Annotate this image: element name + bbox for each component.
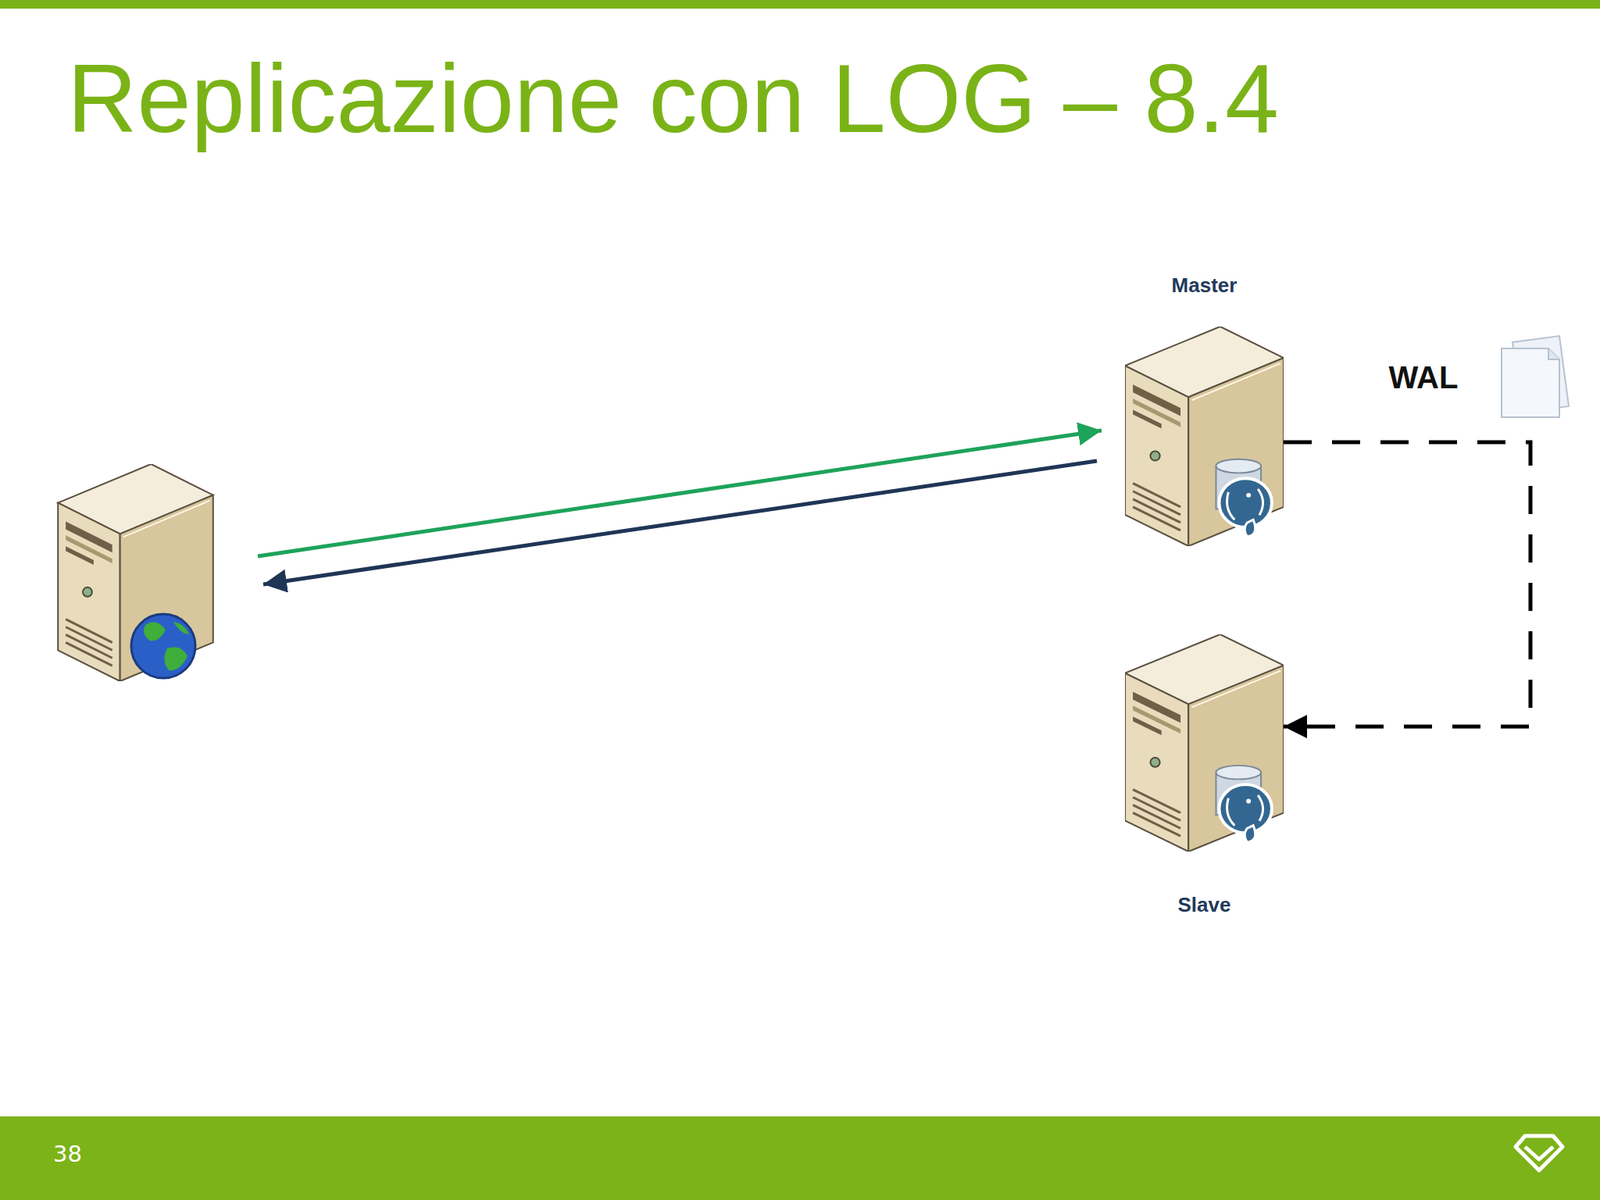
web-server-icon [57, 464, 214, 682]
logo-mark [1515, 1135, 1563, 1171]
database-server-icon [1125, 634, 1284, 852]
server-label: Master [1168, 273, 1241, 297]
page-number: 38 [53, 1139, 83, 1169]
database-server-icon [1125, 326, 1284, 547]
response-arrow [263, 460, 1097, 585]
top-bar [0, 0, 1600, 9]
request-arrow [257, 430, 1102, 557]
slave-server: Slave [1125, 634, 1284, 917]
wal-document-icon [1501, 335, 1569, 418]
server-label: Slave [1175, 892, 1235, 917]
slide-title: Replicazione con LOG – 8.4 [67, 50, 1279, 147]
bottom-bar [0, 1116, 1600, 1200]
master-server: Master [1125, 273, 1284, 547]
edge-label: WAL [1384, 359, 1464, 396]
replication-connector [1283, 442, 1531, 727]
